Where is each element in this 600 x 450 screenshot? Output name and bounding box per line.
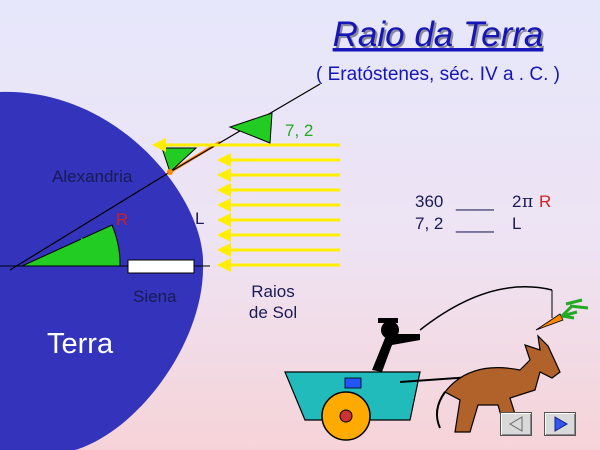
slide-subtitle: ( Eratóstenes, séc. IV a . C. ) — [316, 64, 560, 85]
proportion-2: 2 — [512, 192, 521, 211]
sun-ray-arrowhead — [217, 228, 231, 242]
proportion-R: R — [539, 192, 551, 211]
siena-well — [127, 259, 195, 274]
prev-button[interactable] — [500, 412, 532, 436]
sun-ray-arrowhead — [152, 138, 166, 152]
sun-ray-arrowhead — [217, 243, 231, 257]
next-arrow-icon — [554, 416, 568, 432]
proportion-blank-1: ____ — [455, 192, 494, 211]
man-body — [372, 334, 420, 372]
sun-ray-arrowhead — [217, 153, 231, 167]
alexandria-angle-upper — [228, 112, 273, 144]
prev-arrow-icon — [509, 416, 523, 432]
earth-label: Terra — [47, 328, 114, 360]
radius-line — [9, 171, 171, 271]
sun-ray-arrowhead — [217, 183, 231, 197]
carrot-icon — [535, 313, 564, 331]
slide-title: Raio da Terra — [333, 15, 544, 54]
proportion-blank-2: ____ — [455, 214, 494, 233]
arc-length-label: L — [195, 209, 204, 228]
alexandria-label: Alexandria — [52, 167, 133, 186]
proportion-360: 360 — [415, 192, 443, 211]
sun-rays — [152, 138, 340, 272]
sun-rays-label-line1: Raios — [251, 282, 294, 301]
donkey-tail — [435, 391, 446, 429]
radius-label: R — [116, 210, 128, 229]
center-angle-label: 7. 2 — [80, 236, 112, 257]
sun-ray-arrowhead — [217, 258, 231, 272]
proportion: 360 ____ 2 π R 7, 2 ____ L — [415, 192, 551, 233]
angle-label-top: 7, 2 — [285, 121, 313, 140]
svg-text:Raio da Terra: Raio da Terra — [335, 17, 546, 56]
rod-line — [419, 286, 553, 331]
next-button[interactable] — [544, 412, 576, 436]
alexandria-angle-lower — [161, 147, 198, 173]
sun-ray-arrowhead — [217, 198, 231, 212]
proportion-pi: π — [522, 192, 533, 212]
siena-label: Siena — [133, 287, 177, 306]
cart-seat — [344, 377, 362, 389]
earth-body — [0, 91, 204, 450]
wheel-hub — [339, 409, 353, 423]
sun-ray-arrowhead — [217, 213, 231, 227]
sun-ray-arrowhead — [217, 168, 231, 182]
donkey-icon — [444, 334, 561, 433]
alexandria-point — [167, 169, 173, 175]
carrot-leaves — [560, 298, 589, 320]
donkey-cart-clipart — [284, 286, 589, 441]
man-hat — [378, 318, 398, 323]
sun-rays-label-line2: de Sol — [249, 303, 297, 322]
proportion-7-2: 7, 2 — [415, 214, 443, 233]
proportion-L: L — [512, 214, 521, 233]
